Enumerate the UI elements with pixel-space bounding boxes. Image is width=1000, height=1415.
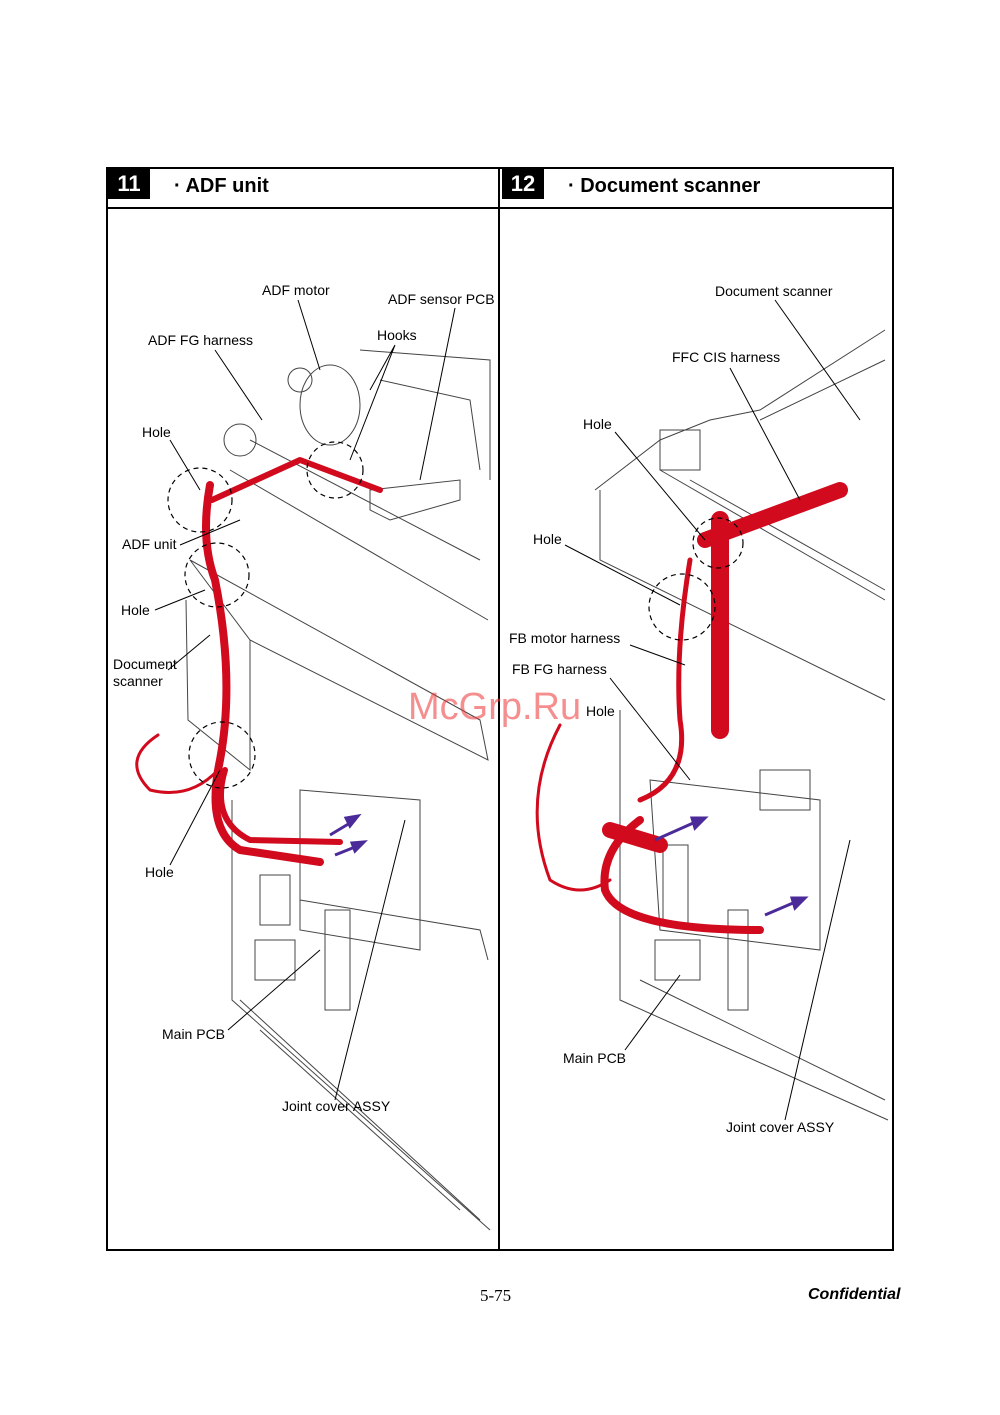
column-divider bbox=[498, 167, 500, 1251]
step-12-title: · Document scanner bbox=[568, 175, 761, 197]
label-fb-fg-harness: FB FG harness bbox=[512, 661, 607, 677]
label-adf-fg-harness: ADF FG harness bbox=[148, 332, 254, 348]
step-11-badge: 11 bbox=[108, 169, 150, 199]
label-joint-cover-assy-12: Joint cover ASSY bbox=[726, 1119, 835, 1135]
procedure-frame bbox=[106, 167, 894, 1251]
page-number: 5-75 bbox=[480, 1286, 512, 1305]
label-hole-12a: Hole bbox=[583, 416, 612, 432]
label-hole-12c: Hole bbox=[586, 703, 615, 719]
step-11-title: · ADF unit bbox=[174, 175, 269, 197]
label-hole-11c: Hole bbox=[145, 864, 174, 880]
label-hole-12b: Hole bbox=[533, 531, 562, 547]
step-12-badge: 12 bbox=[502, 169, 544, 199]
label-document-scanner-12: Document scanner bbox=[715, 283, 833, 299]
label-adf-motor: ADF motor bbox=[262, 282, 330, 298]
label-document-scanner-11-line2: scanner bbox=[113, 673, 163, 689]
label-joint-cover-assy-11: Joint cover ASSY bbox=[282, 1098, 391, 1114]
header-divider bbox=[106, 207, 894, 209]
label-hooks: Hooks bbox=[377, 327, 417, 343]
label-main-pcb-11: Main PCB bbox=[162, 1026, 226, 1042]
label-adf-unit: ADF unit bbox=[122, 536, 177, 552]
label-document-scanner-11-line1: Document bbox=[113, 656, 177, 672]
label-hole-11a: Hole bbox=[142, 424, 171, 440]
label-adf-sensor-pcb: ADF sensor PCB bbox=[388, 291, 495, 307]
label-hole-11b: Hole bbox=[121, 602, 150, 618]
label-fb-motor-harness: FB motor harness bbox=[509, 630, 621, 646]
watermark: McGrp.Ru bbox=[408, 686, 582, 728]
label-main-pcb-12: Main PCB bbox=[563, 1050, 627, 1066]
label-ffc-cis-harness: FFC CIS harness bbox=[672, 349, 781, 365]
confidential-label: Confidential bbox=[808, 1286, 901, 1303]
